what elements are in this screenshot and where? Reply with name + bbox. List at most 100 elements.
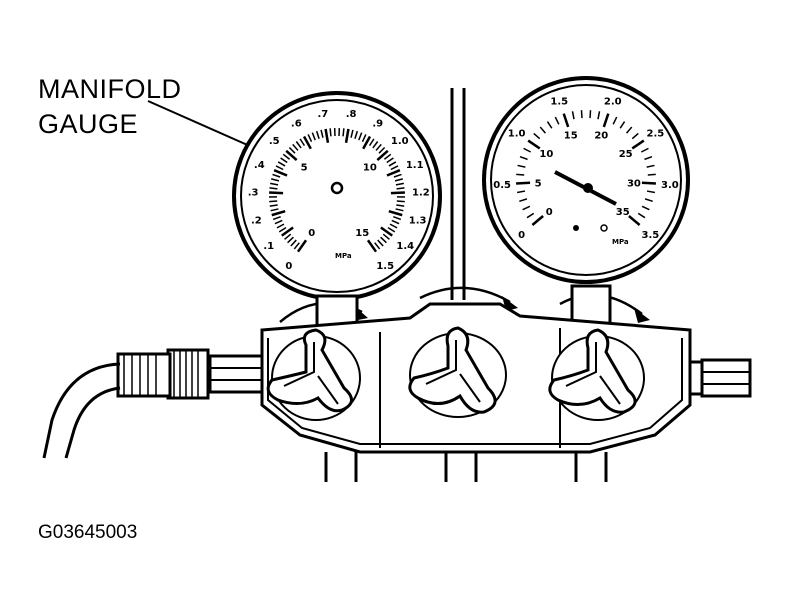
left-gauge-outer-label: .9 xyxy=(372,119,383,130)
left-gauge-tick xyxy=(329,128,332,137)
left-gauge-outer-label: .7 xyxy=(318,109,329,120)
left-gauge-tick xyxy=(361,134,367,142)
right-gauge-tick xyxy=(640,147,649,153)
right-gauge-tick xyxy=(539,126,547,134)
left-gauge-tick xyxy=(324,128,330,143)
left-gauge-tick xyxy=(390,191,405,195)
left-gauge-tick xyxy=(287,236,294,244)
left-gauge-tick xyxy=(380,226,393,237)
left-gauge-tick xyxy=(366,239,378,253)
left-hose-fitting xyxy=(116,348,264,400)
low-pressure-gauge: 0.1.2.3.4.5.6.7.8.91.01.11.21.31.41.5 05… xyxy=(232,91,442,301)
left-gauge-tick xyxy=(386,169,401,177)
left-gauge-tick xyxy=(271,209,286,217)
left-gauge-tick xyxy=(320,129,324,138)
left-gauge-tick xyxy=(388,161,397,167)
right-gauge-tick xyxy=(619,121,626,129)
left-gauge-tick xyxy=(299,138,306,147)
left-gauge-tick xyxy=(390,165,399,171)
right-gauge-tick xyxy=(646,190,656,194)
right-gauge-inner-label: 35 xyxy=(616,207,630,218)
left-gauge-tick xyxy=(290,239,297,247)
right-gauge-tick xyxy=(571,111,575,120)
left-gauge-outer-label: 1.0 xyxy=(391,136,409,147)
left-gauge-tick xyxy=(383,153,392,160)
left-gauge-tick xyxy=(295,141,302,149)
right-gauge-tick xyxy=(602,113,610,128)
left-gauge-tick xyxy=(293,242,300,250)
left-gauge-outer-label: .1 xyxy=(263,241,274,252)
lower-pipes xyxy=(324,452,608,482)
right-gauge-inner-label: 0 xyxy=(546,207,553,218)
left-gauge-tick xyxy=(374,242,381,250)
right-gauge-tick xyxy=(597,111,601,120)
left-gauge-ticks xyxy=(268,128,406,253)
right-gauge-outer-label: 2.0 xyxy=(604,96,622,107)
right-gauge-tick xyxy=(527,139,541,150)
left-gauge-tick xyxy=(278,226,287,233)
right-gauge-outer-label: 3.0 xyxy=(661,180,679,191)
left-gauge-tick xyxy=(376,149,389,162)
left-gauge-tick xyxy=(276,223,285,229)
right-gauge-tick xyxy=(631,139,645,150)
left-gauge-outer-label: .5 xyxy=(269,136,280,147)
center-pipe xyxy=(450,88,466,300)
figure-id: G03645003 xyxy=(38,522,137,543)
left-gauge-bezel xyxy=(232,91,442,301)
left-gauge-outer-label: .8 xyxy=(346,109,357,120)
right-gauge-tick xyxy=(625,126,633,134)
right-gauge-tick xyxy=(644,198,653,203)
left-gauge-tick xyxy=(391,219,400,225)
right-gauge-tick xyxy=(546,121,553,129)
right-gauge-tick xyxy=(589,110,592,119)
left-gauge-tick xyxy=(277,161,286,167)
left-gauge-tick xyxy=(269,204,278,207)
left-gauge-tick xyxy=(280,157,288,164)
left-gauge-tick xyxy=(285,149,298,162)
left-gauge-tick xyxy=(380,236,387,244)
left-gauge-tick xyxy=(284,233,292,240)
right-gauge-ring xyxy=(490,84,682,276)
right-gauge-dot-b xyxy=(600,224,608,232)
left-gauge-tick xyxy=(272,173,281,178)
left-gauge-inner-label: 10 xyxy=(363,163,377,174)
left-gauge-tick xyxy=(271,178,280,182)
right-gauge-tick xyxy=(517,164,526,168)
left-gauge-tick xyxy=(377,239,384,247)
left-gauge-tick xyxy=(388,209,403,217)
left-gauge-tick xyxy=(281,226,294,237)
left-gauge-tick xyxy=(386,157,394,164)
left-gauge-tick xyxy=(296,239,308,253)
left-gauge-outer-label: 1.5 xyxy=(376,261,394,272)
left-gauge-outer-label: 1.3 xyxy=(409,216,427,227)
left-gauge-tick xyxy=(270,208,279,212)
right-gauge-tick xyxy=(562,113,570,128)
right-gauge-inner-label: 20 xyxy=(594,130,608,141)
left-gauge-tick xyxy=(269,200,278,203)
right-gauge-tick xyxy=(554,116,560,125)
right-gauge-inner-label: 15 xyxy=(564,130,578,141)
right-gauge-tick xyxy=(628,215,641,226)
left-gauge-tick xyxy=(273,169,288,177)
high-side-valve-knob xyxy=(548,328,645,421)
left-gauge-tick xyxy=(393,173,402,178)
left-gauge-tick xyxy=(396,187,405,190)
right-gauge-tick xyxy=(519,198,528,203)
left-gauge-tick xyxy=(358,132,363,141)
low-side-valve-knob xyxy=(266,328,361,421)
left-gauge-pivot xyxy=(330,181,344,195)
right-gauge-unit: MPa xyxy=(612,238,629,246)
left-gauge-tick xyxy=(269,191,284,195)
left-gauge-tick xyxy=(389,223,398,229)
left-gauge-tick xyxy=(344,128,350,143)
left-gauge-tick xyxy=(275,165,284,171)
left-gauge-outer-scale: 0.1.2.3.4.5.6.7.8.91.01.11.21.31.41.5 xyxy=(248,109,430,272)
left-gauge-inner-label: 15 xyxy=(355,228,369,239)
left-gauge-tick xyxy=(269,187,278,190)
left-gauge-tick xyxy=(396,204,405,207)
left-gauge-tick xyxy=(354,130,359,139)
right-gauge-outer-label: 2.5 xyxy=(647,129,665,140)
right-gauge-dot-a xyxy=(573,225,579,231)
